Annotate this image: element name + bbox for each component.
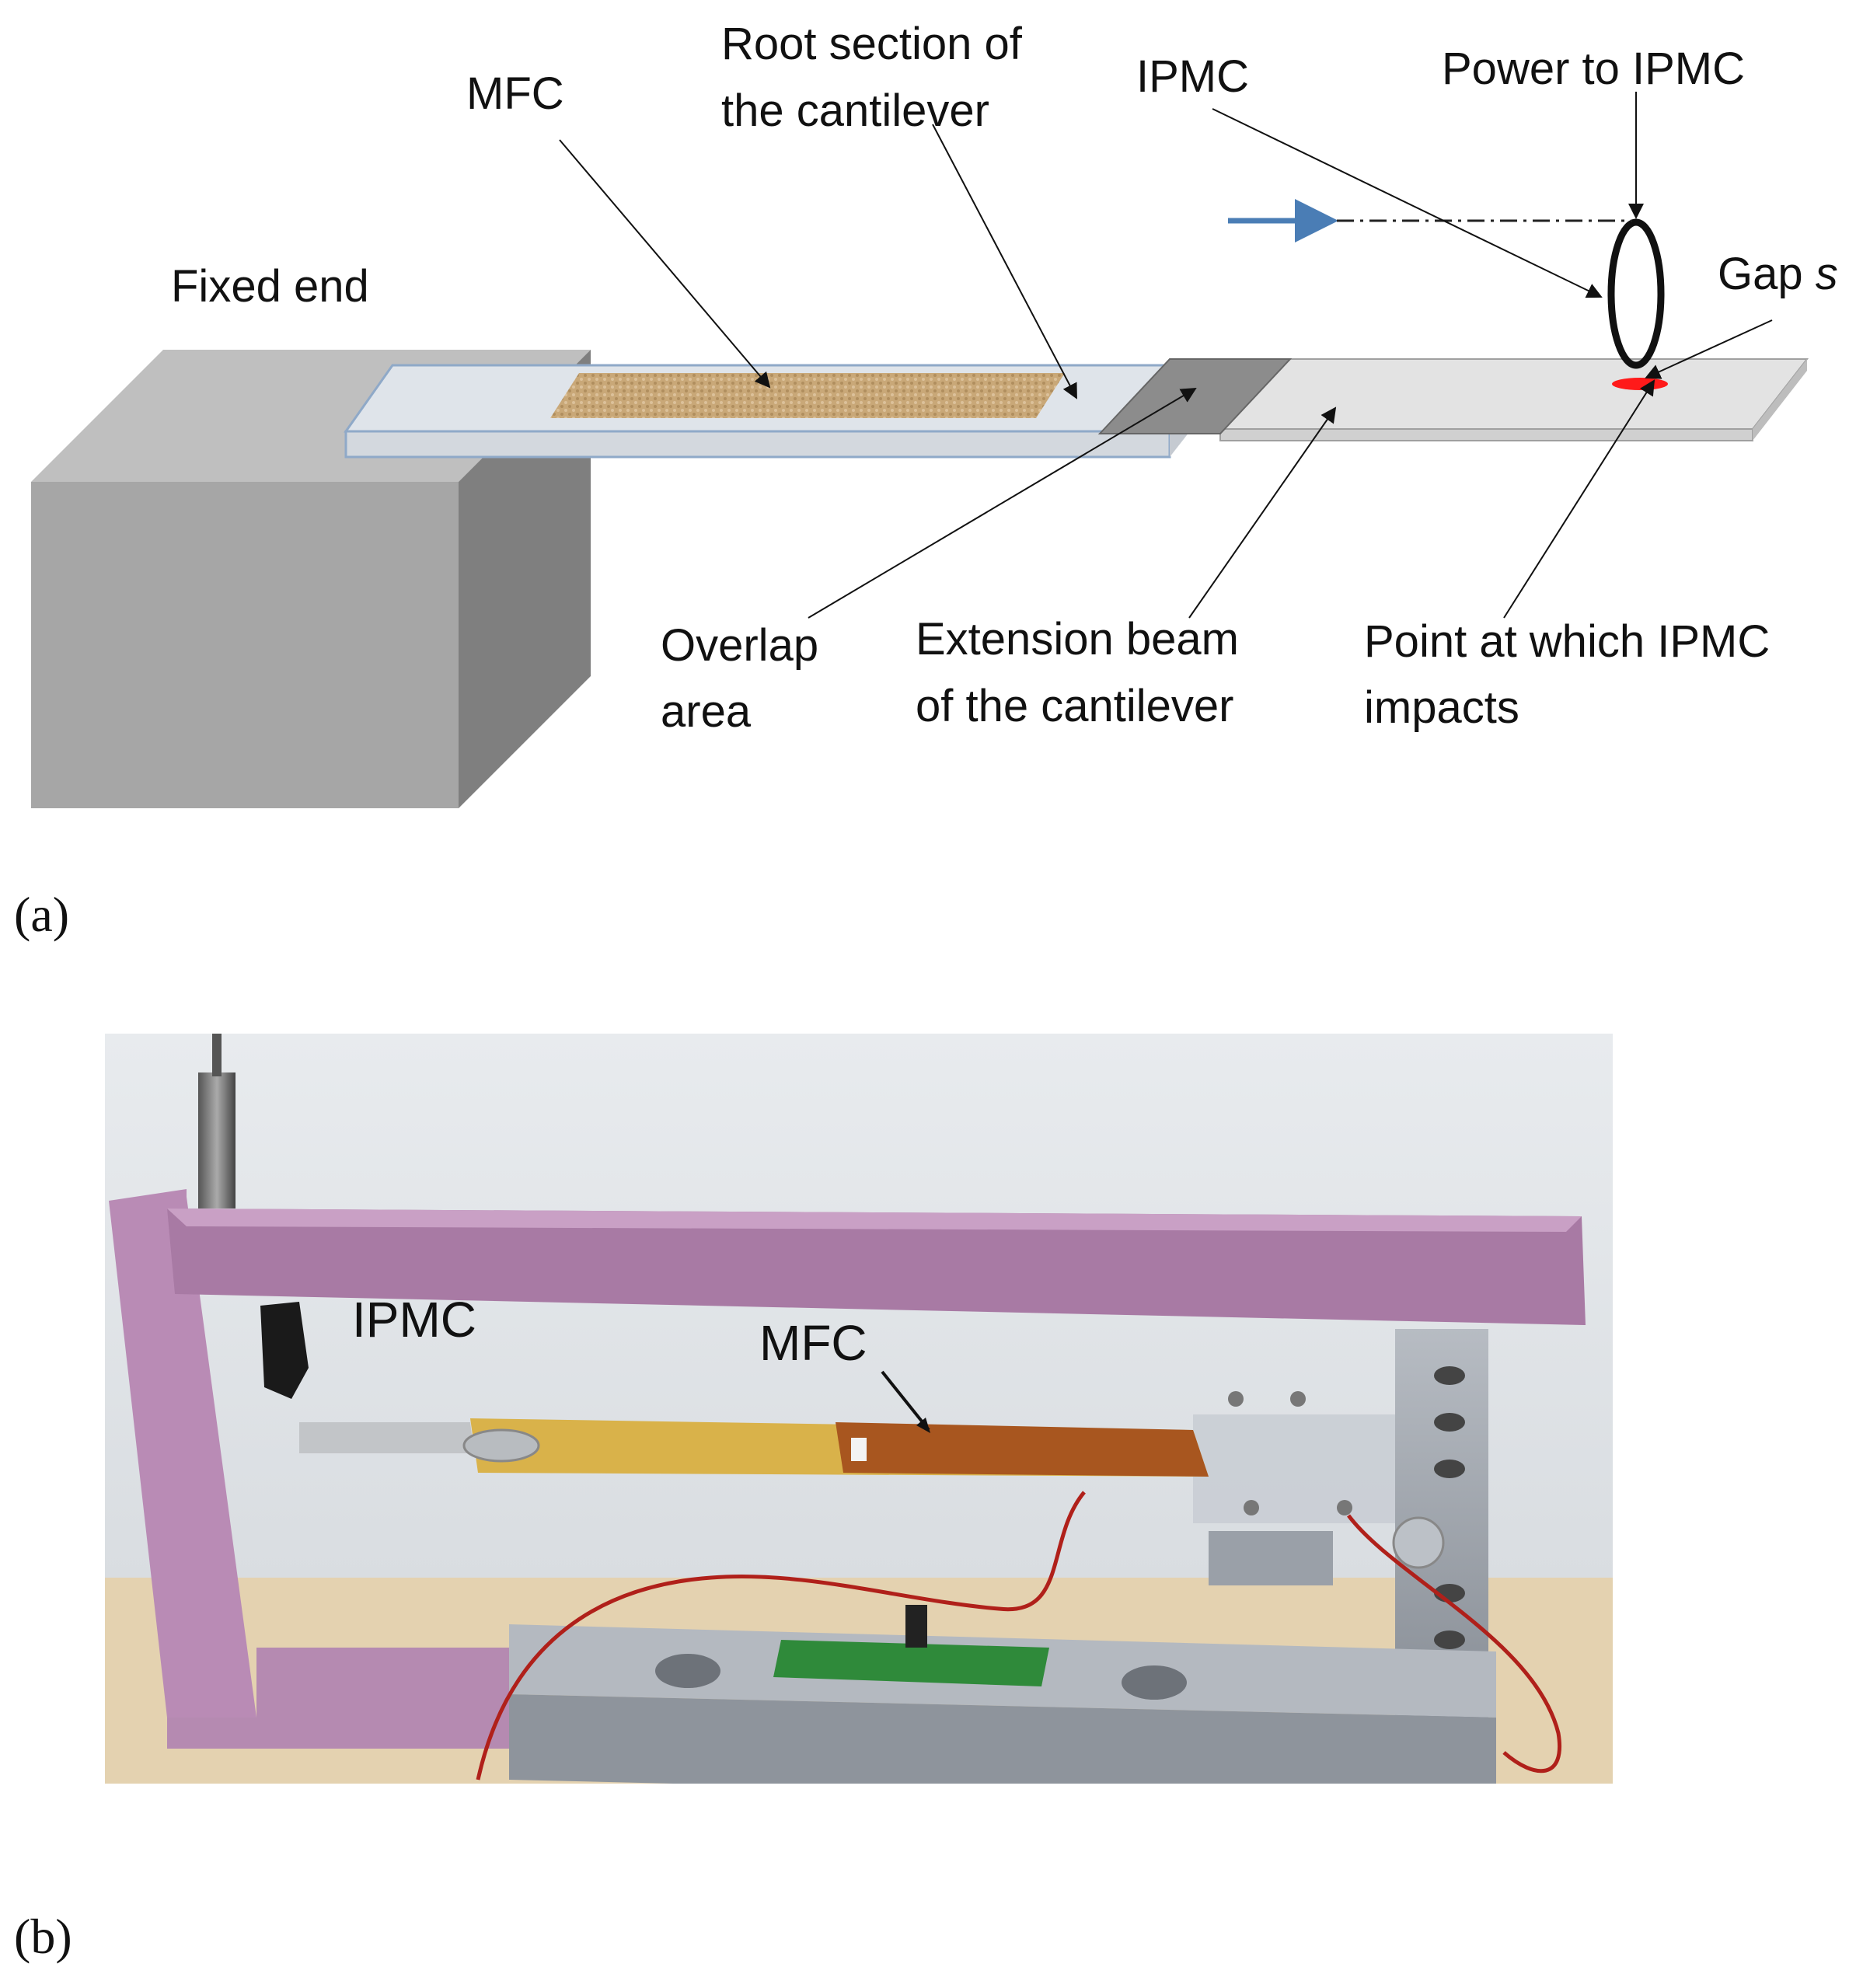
label-extension-1: Extension beam <box>916 614 1239 664</box>
mfc-arrow <box>881 1370 930 1432</box>
label-overlap-2: area <box>661 686 752 737</box>
capacitor <box>905 1605 927 1648</box>
wire <box>1347 1514 1561 1774</box>
label-fixed-end: Fixed end <box>171 261 369 312</box>
clamp <box>1193 1391 1445 1585</box>
label-power-to-ipmc: Power to IPMC <box>1442 44 1745 94</box>
photo-label-ipmc: IPMC <box>352 1292 476 1348</box>
ipmc-actuator <box>260 1302 309 1399</box>
wire <box>476 1491 1086 1780</box>
label-impact-2: impacts <box>1364 682 1519 733</box>
wire-post <box>212 1034 222 1076</box>
label-root-section-1: Root section of <box>721 19 1023 69</box>
mfc-arrow-head <box>916 1418 930 1433</box>
ipmc-loop <box>1607 218 1665 369</box>
foam-frame <box>109 1189 1586 1749</box>
label-gap: Gap s <box>1718 249 1838 299</box>
panel-a-label: (a) <box>14 887 70 942</box>
label-ipmc: IPMC <box>1136 51 1249 102</box>
leader-lines <box>559 92 1773 619</box>
experimental-setup-photo: IPMC MFC <box>105 1034 1613 1784</box>
label-mfc: MFC <box>466 68 564 119</box>
label-extension-2: of the cantilever <box>916 681 1233 731</box>
panel-b-label: (b) <box>14 1909 72 1964</box>
aluminum-base <box>509 1624 1496 1784</box>
circuit-board <box>773 1640 1049 1686</box>
photo-label-mfc: MFC <box>759 1315 867 1371</box>
label-root-section-2: the cantilever <box>721 85 989 136</box>
metal-rod <box>198 1072 235 1208</box>
label-overlap-1: Overlap <box>661 620 818 671</box>
mfc-patch <box>550 373 1065 418</box>
cantilever-assembly <box>299 1418 1209 1477</box>
schematic-diagram: MFC Root section of the cantilever IPMC … <box>31 19 1838 808</box>
label-impact-1: Point at which IPMC <box>1364 616 1770 667</box>
extension-beam <box>1218 358 1809 441</box>
impact-point <box>1612 378 1668 390</box>
